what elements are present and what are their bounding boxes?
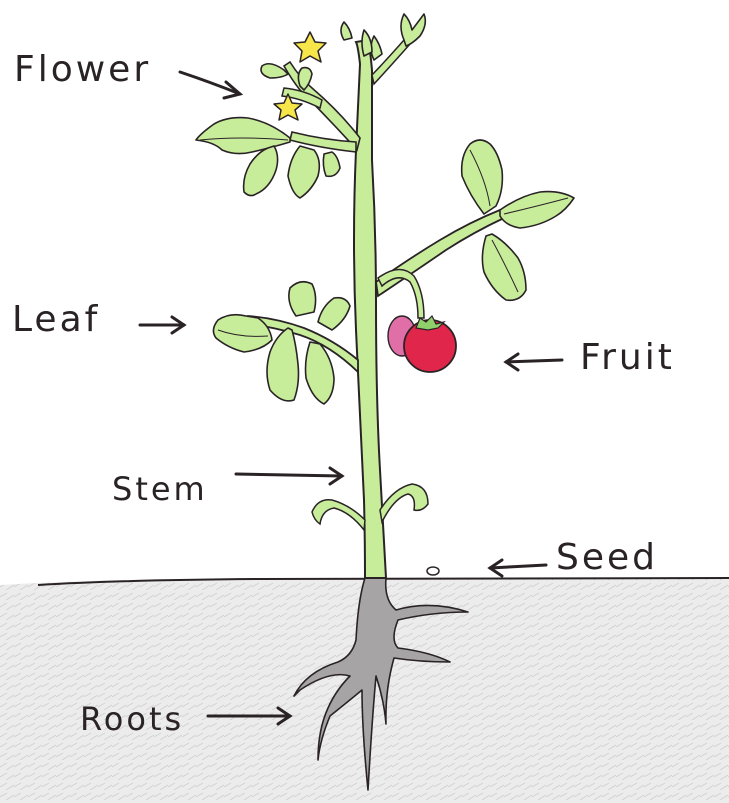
leaf-arrow — [140, 317, 184, 333]
stem-arrow — [236, 468, 342, 484]
stem-label: Stem — [112, 473, 208, 505]
flower-arrow — [180, 72, 240, 98]
seed-label: Seed — [556, 540, 658, 576]
seed — [427, 567, 439, 575]
fruit-label: Fruit — [580, 340, 675, 376]
fruit-stalk — [378, 269, 424, 318]
lower-right-shoot — [380, 484, 428, 522]
seed-arrow — [490, 560, 546, 576]
roots-label: Roots — [80, 703, 184, 735]
lower-left-shoot — [312, 500, 365, 530]
flower-top — [294, 32, 326, 62]
leaf-label: Leaf — [12, 302, 100, 338]
fruit-tomato — [388, 316, 456, 372]
flower-label: Flower — [14, 52, 151, 88]
fruit-arrow — [506, 354, 562, 370]
main-stem — [354, 40, 386, 578]
